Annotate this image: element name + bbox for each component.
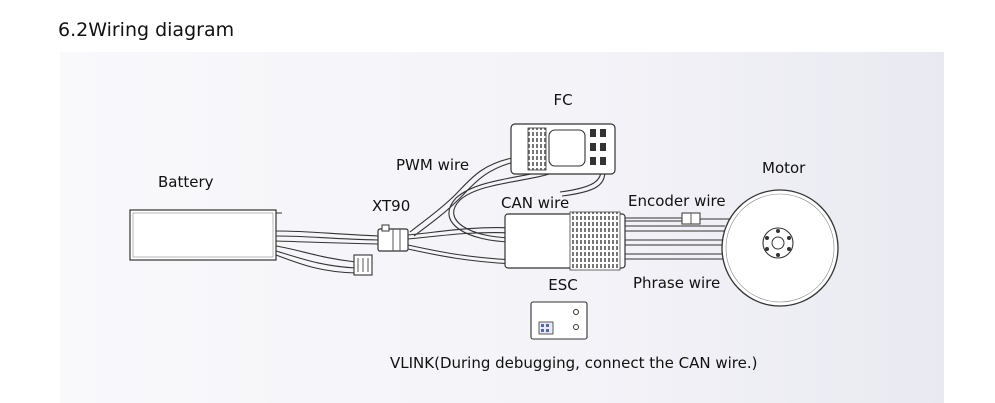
esc-label: ESC	[548, 276, 577, 294]
motor-label: Motor	[762, 159, 806, 177]
pwm-wire-label: PWM wire	[396, 156, 469, 174]
page-title: 6.2Wiring diagram	[58, 19, 235, 41]
fc-label: FC	[553, 91, 572, 109]
power-wires	[407, 227, 516, 265]
pwm-wire	[409, 157, 515, 237]
battery	[129, 209, 282, 261]
encoder-wire	[625, 217, 730, 222]
can-wire	[448, 167, 556, 243]
esc-unit	[504, 211, 626, 271]
balance-connector	[353, 254, 373, 276]
encoder-wire-label: Encoder wire	[628, 192, 726, 210]
phase-wires	[625, 225, 725, 260]
vlink-note: VLINK(During debugging, connect the CAN …	[390, 354, 758, 372]
xt90-connector	[377, 224, 409, 252]
encoder-connector	[681, 212, 701, 225]
xt90-label: XT90	[372, 197, 410, 215]
can-wire-label: CAN wire	[501, 194, 569, 212]
phrase-wire-label: Phrase wire	[633, 274, 720, 292]
battery-label: Battery	[158, 173, 214, 191]
battery-leads	[275, 230, 379, 274]
vlink-module	[530, 301, 588, 340]
motor	[721, 189, 839, 307]
flight-controller	[510, 123, 616, 175]
